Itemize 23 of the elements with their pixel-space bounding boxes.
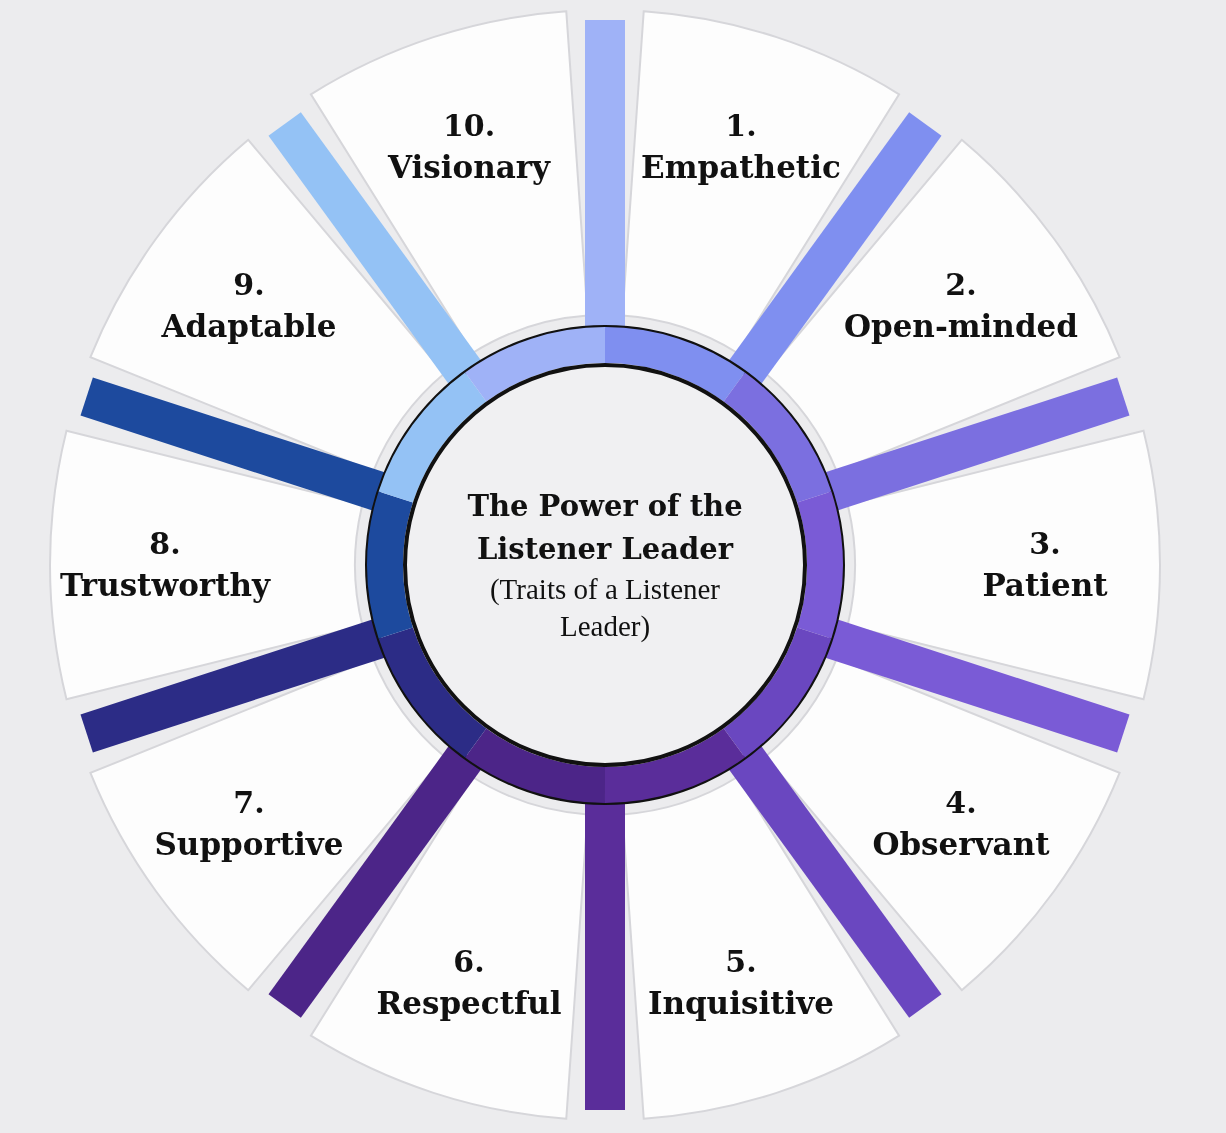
- step-number: 9.: [232, 266, 266, 305]
- trait-label: Adaptable: [161, 307, 337, 347]
- trait-label: Respectful: [376, 984, 562, 1024]
- step-number: 2.: [944, 266, 978, 305]
- step-number: 8.: [148, 525, 182, 563]
- center-subtitle: (Traits of a Listener Leader): [488, 572, 722, 644]
- step-number: 10.: [441, 106, 497, 145]
- trait-label: Trustworthy: [60, 566, 270, 605]
- center-circle: [365, 325, 845, 805]
- step-number: 4.: [944, 783, 978, 822]
- step-number: 1.: [724, 106, 758, 145]
- trait-label: Observant: [872, 824, 1050, 864]
- step-number: 3.: [1028, 525, 1062, 563]
- trait-label: Empathetic: [641, 147, 841, 187]
- trait-label: Patient: [982, 566, 1108, 605]
- step-number: 7.: [232, 783, 266, 822]
- center-title: The Power of the Listener Leader: [466, 488, 744, 568]
- trait-label: Visionary: [387, 147, 551, 187]
- trait-label: Open-minded: [843, 307, 1078, 347]
- trait-label: Inquisitive: [647, 984, 834, 1024]
- step-number: 5.: [724, 943, 758, 982]
- step-number: 6.: [452, 943, 486, 982]
- trait-label: Supportive: [154, 824, 344, 864]
